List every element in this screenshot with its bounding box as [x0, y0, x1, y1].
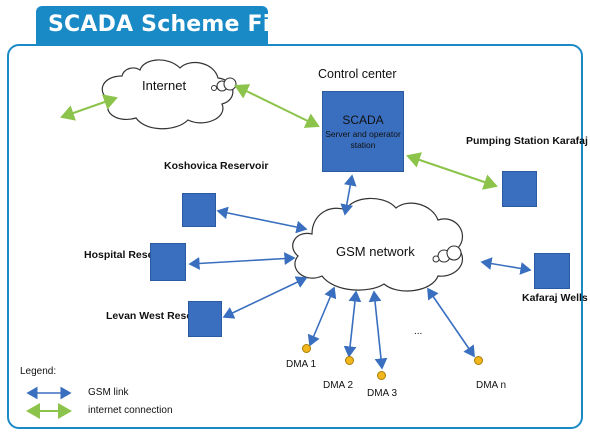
gsm-link-dma1: [307, 286, 337, 347]
legend-internet-label: internet connection: [88, 405, 173, 416]
internet-cloud-icon: [101, 59, 237, 130]
pumping-station-box: [502, 171, 537, 207]
hospital-reservoir-box: [150, 243, 186, 281]
levan-label: Levan West Reservoirs: [106, 310, 222, 322]
gsm-link-dma3: [368, 290, 388, 370]
gsm-network-label: GSM network: [336, 244, 415, 259]
control-center-label: Control center: [318, 67, 397, 81]
kafaraj-wells-box: [534, 253, 570, 289]
scada-title: SCADA: [342, 113, 384, 127]
page-title: SCADA Scheme Fier: [48, 12, 297, 37]
dma-ellipsis: ...: [414, 326, 423, 337]
gsm-link-dma2: [343, 290, 362, 358]
gsm-link-hospital: [188, 252, 296, 270]
gsm-link-scada: [340, 174, 357, 216]
dma-n-dot: [474, 356, 483, 365]
dma-1-dot: [302, 344, 311, 353]
legend-title: Legend:: [20, 366, 57, 377]
koshovica-label: Koshovica Reservoir: [164, 160, 269, 172]
gsm-link-koshovica: [216, 206, 308, 234]
levan-reservoir-box: [188, 301, 222, 337]
gsm-link-levan: [222, 276, 308, 319]
internet-link-pumping: [406, 152, 498, 190]
dma-3-label: DMA 3: [367, 388, 398, 399]
internet-link-scada: [234, 84, 320, 128]
legend-gsm-label: GSM link: [88, 387, 129, 398]
dma-1-label: DMA 1: [286, 359, 317, 370]
kafaraj-label: Kafaraj Wells: [522, 292, 588, 304]
scada-server-box: SCADA Server and operator station: [322, 91, 404, 172]
pumping-station-label: Pumping Station Karafaj: [466, 135, 588, 147]
koshovica-reservoir-box: [182, 193, 216, 227]
internet-label: Internet: [142, 78, 187, 93]
dma-2-dot: [345, 356, 354, 365]
dma-2-label: DMA 2: [323, 380, 354, 391]
title-tab: [36, 6, 268, 46]
internet-link-left: [60, 94, 118, 121]
scada-subtitle: Server and operator station: [325, 129, 401, 150]
dma-3-dot: [377, 371, 386, 380]
hospital-label: Hospital Reservoir: [84, 249, 177, 261]
gsm-link-dman: [427, 287, 475, 358]
gsm-cloud-icon: [292, 197, 464, 292]
dma-n-label: DMA n: [476, 380, 507, 391]
gsm-link-kafaraj: [480, 257, 532, 275]
diagram-frame: [7, 44, 583, 429]
